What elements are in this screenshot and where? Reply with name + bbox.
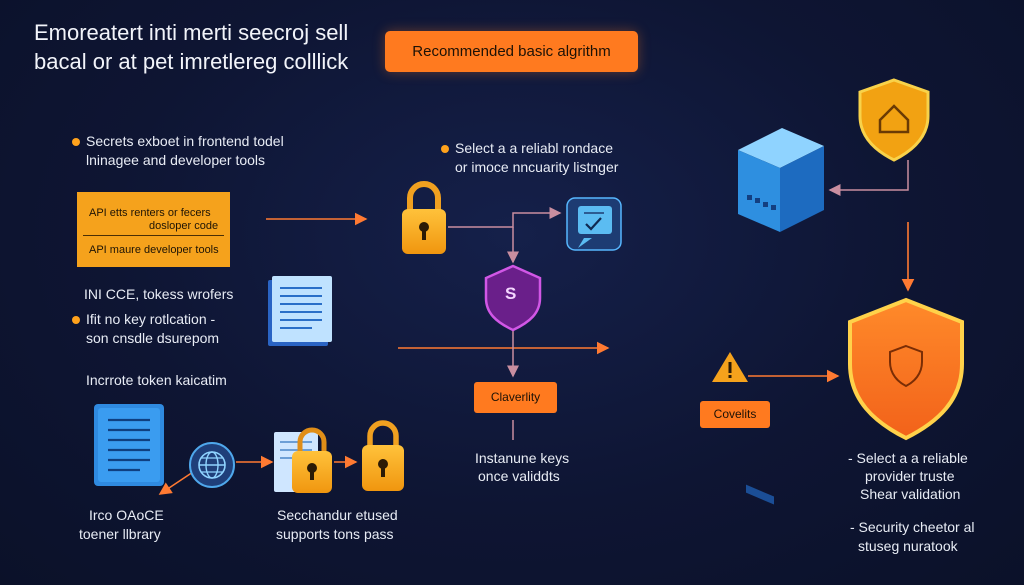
server-icon	[738, 128, 824, 505]
supports-label-line-1: Secchandur etused	[277, 507, 398, 523]
keys-caption-line-1: Instanune keys	[475, 450, 570, 466]
library-document-icon	[94, 404, 164, 486]
library-label-line-1: Irco OAoCE	[89, 507, 164, 523]
keys-caption-line-2: once validdts	[478, 468, 560, 484]
bullet-icon	[72, 316, 80, 324]
bullet-icon	[72, 138, 80, 146]
document-lock-icon	[274, 427, 332, 493]
chat-check-icon	[566, 197, 622, 251]
api-note-line-1: API etts renters or fecers	[89, 207, 211, 219]
arrow-globe-to-library	[158, 469, 197, 495]
note-secrets-line-1: Secrets exboet in frontend todel	[86, 133, 284, 149]
note-reliable-line-2: provider truste	[865, 468, 955, 484]
api-note-rule	[83, 235, 224, 236]
padlock-icon	[402, 181, 446, 254]
purple-shield-icon	[484, 264, 542, 332]
note-provider-line-1: Select a a reliabl rondace	[455, 140, 613, 156]
api-note-box: API etts renters or fecers dosloper code…	[77, 192, 230, 267]
house-shield-icon	[858, 78, 930, 162]
large-shield-icon	[848, 297, 964, 441]
label-tokens: INI CCE, tokess wrofers	[84, 286, 234, 302]
note-reliable-line-3: Shear validation	[860, 486, 961, 502]
supports-label-line-2: supports tons pass	[276, 526, 394, 542]
padlock-bottom-icon	[362, 420, 404, 491]
page-title-line-2: bacal or at pet imretlereg colllick	[34, 49, 349, 74]
note-secrets-line-2: lninagee and developer tools	[86, 152, 266, 168]
arrow-shield-to-server	[828, 160, 909, 196]
warning-icon	[712, 352, 748, 382]
api-note-line-2: dosloper code	[149, 220, 219, 232]
arrow-lock-to-chat	[448, 207, 562, 228]
shield-letter: S	[505, 284, 517, 303]
label-token-location: Incrrote token kaicatim	[86, 372, 227, 388]
note-security-line-1: - Security cheetor al	[850, 519, 975, 535]
api-note-line-3: API maure developer tools	[89, 244, 219, 256]
claverlity-badge: Claverlity	[474, 382, 557, 413]
note-security-line-2: stuseg nuratook	[858, 538, 958, 554]
note-rotation-line-1: Ifit no key rotlcation -	[86, 311, 216, 327]
recommended-badge: Recommended basic algrithm	[385, 31, 638, 72]
note-reliable-line-1: - Select a a reliable	[848, 450, 968, 466]
covelits-badge: Covelits	[700, 401, 770, 428]
globe-icon	[189, 442, 235, 488]
page-title-line-1: Emoreatert inti merti seecroj sell	[34, 20, 349, 45]
bullet-icon	[441, 145, 449, 153]
note-provider-line-2: or imoce nncuarity listnger	[455, 159, 619, 175]
document-icon	[268, 276, 332, 346]
note-rotation-line-2: son cnsdle dsurepom	[86, 330, 220, 346]
library-label-line-2: toener llbrary	[79, 526, 161, 542]
